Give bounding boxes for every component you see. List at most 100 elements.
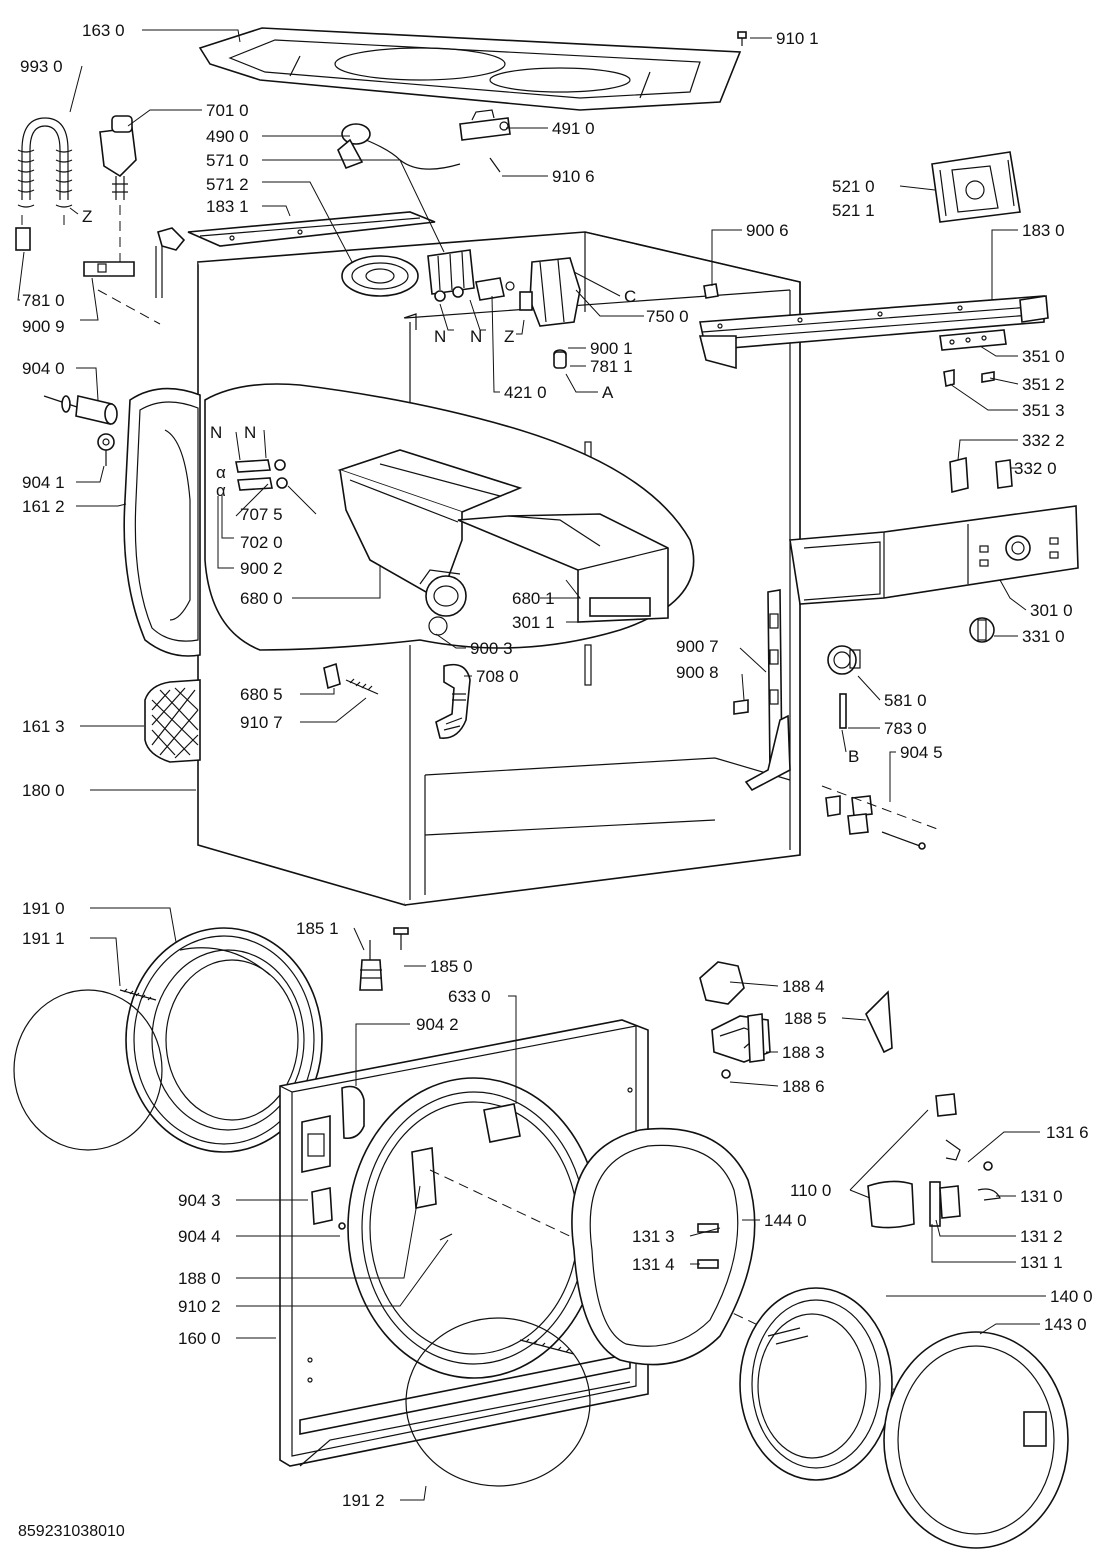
label-143-0: 143 0 <box>1044 1315 1087 1334</box>
label-z-chamber: Z <box>504 327 514 346</box>
label-191-2: 191 2 <box>342 1491 385 1510</box>
label-191-1: 191 1 <box>22 929 65 948</box>
label-521-0: 521 0 <box>832 177 875 196</box>
label-701-0: 701 0 <box>206 101 249 120</box>
label-680-5: 680 5 <box>240 685 283 704</box>
door-latch-parts-188 <box>699 961 893 1079</box>
label-b: B <box>848 747 859 766</box>
pressure-chamber-750-0 <box>519 257 581 369</box>
label-188-4: 188 4 <box>782 977 825 996</box>
label-131-3: 131 3 <box>632 1227 675 1246</box>
gasket-wire-191-1 <box>13 988 163 1151</box>
control-panel-301-0 <box>789 505 1079 605</box>
label-900-3: 900 3 <box>470 639 513 658</box>
pressure-switch-581-0 <box>827 645 861 729</box>
label-680-1: 680 1 <box>512 589 555 608</box>
dispenser-housing-680-0 <box>337 449 523 617</box>
front-panel-160-0 <box>279 1019 981 1467</box>
label-n-valve-1: N <box>434 327 446 346</box>
tub-gasket-191-0 <box>125 927 323 1153</box>
label-161-2: 161 2 <box>22 497 65 516</box>
outer-door-143-0 <box>883 1331 1069 1549</box>
label-633-0: 633 0 <box>448 987 491 1006</box>
hose-hook <box>155 227 186 298</box>
solenoid-421-0 <box>475 277 515 301</box>
bracket-900-9 <box>83 261 161 325</box>
document-number: 859231038010 <box>18 1523 125 1540</box>
valve-571-0 <box>427 249 475 302</box>
label-a: A <box>602 383 614 402</box>
rear-gasket-161-2 <box>123 387 201 657</box>
label-904-1: 904 1 <box>22 473 65 492</box>
drawer-680-1 <box>457 513 669 623</box>
label-131-6: 131 6 <box>1046 1123 1089 1142</box>
label-783-0: 783 0 <box>884 719 927 738</box>
handle-parts-110-131 <box>867 1093 1001 1229</box>
label-188-3: 188 3 <box>782 1043 825 1062</box>
clamp-glyph: α <box>216 481 226 500</box>
door-frame-140-0 <box>739 1287 893 1481</box>
clips-351-2-351-3 <box>943 369 995 387</box>
label-c: C <box>624 287 636 306</box>
label-571-0: 571 0 <box>206 151 249 170</box>
label-188-6: 188 6 <box>782 1077 825 1096</box>
top-strip-183-1 <box>187 211 436 247</box>
rail-183-0 <box>698 295 1049 370</box>
label-910-7: 910 7 <box>240 713 283 732</box>
suppressor-571-2 <box>341 255 419 297</box>
clip-900-6 <box>703 283 719 299</box>
label-900-1: 900 1 <box>590 339 633 358</box>
label-904-0: 904 0 <box>22 359 65 378</box>
label-708-0: 708 0 <box>476 667 519 686</box>
label-900-9: 900 9 <box>22 317 65 336</box>
label-185-0: 185 0 <box>430 957 473 976</box>
label-161-3: 161 3 <box>22 717 65 736</box>
door-ring-144-0 <box>571 1127 756 1366</box>
label-131-0: 131 0 <box>1020 1187 1063 1206</box>
label-160-0: 160 0 <box>178 1329 221 1348</box>
label-183-1: 183 1 <box>206 197 249 216</box>
label-332-0: 332 0 <box>1014 459 1057 478</box>
door-glass-191-2 <box>405 1317 591 1487</box>
connectors-904-5 <box>821 785 941 850</box>
label-521-1: 521 1 <box>832 201 875 220</box>
label-n-valve-2: N <box>470 327 482 346</box>
interference-filter-490-0 <box>337 123 461 170</box>
inlet-fitting-701-0 <box>99 115 137 262</box>
feet-185 <box>359 927 409 991</box>
screw-910-6 <box>489 157 501 173</box>
label-781-0: 781 0 <box>22 291 65 310</box>
label-491-0: 491 0 <box>552 119 595 138</box>
label-131-1: 131 1 <box>1020 1253 1063 1272</box>
valves-707-5: α α <box>216 459 288 500</box>
label-910-6: 910 6 <box>552 167 595 186</box>
label-131-2: 131 2 <box>1020 1227 1063 1246</box>
label-z-hose: Z <box>82 207 92 226</box>
label-332-2: 332 2 <box>1022 431 1065 450</box>
brackets-332 <box>949 456 1013 494</box>
label-301-0: 301 0 <box>1030 601 1073 620</box>
clamp-glyph: α <box>216 463 226 482</box>
label-183-0: 183 0 <box>1022 221 1065 240</box>
label-n-inlet-2: N <box>244 423 256 442</box>
label-707-5: 707 5 <box>240 505 283 524</box>
label-904-5: 904 5 <box>900 743 943 762</box>
label-904-3: 904 3 <box>178 1191 221 1210</box>
hose-708-0 <box>435 663 471 739</box>
label-331-0: 331 0 <box>1022 627 1065 646</box>
label-351-2: 351 2 <box>1022 375 1065 394</box>
label-680-0: 680 0 <box>240 589 283 608</box>
label-n-inlet-1: N <box>210 423 222 442</box>
label-571-2: 571 2 <box>206 175 249 194</box>
label-910-2: 910 2 <box>178 1297 221 1316</box>
label-781-1: 781 1 <box>590 357 633 376</box>
label-702-0: 702 0 <box>240 533 283 552</box>
label-180-0: 180 0 <box>22 781 65 800</box>
label-191-0: 191 0 <box>22 899 65 918</box>
label-750-0: 750 0 <box>646 307 689 326</box>
label-900-2: 900 2 <box>240 559 283 578</box>
hose-993-0 <box>15 117 73 251</box>
pcb-900-7 <box>733 589 791 792</box>
label-144-0: 144 0 <box>764 1211 807 1230</box>
